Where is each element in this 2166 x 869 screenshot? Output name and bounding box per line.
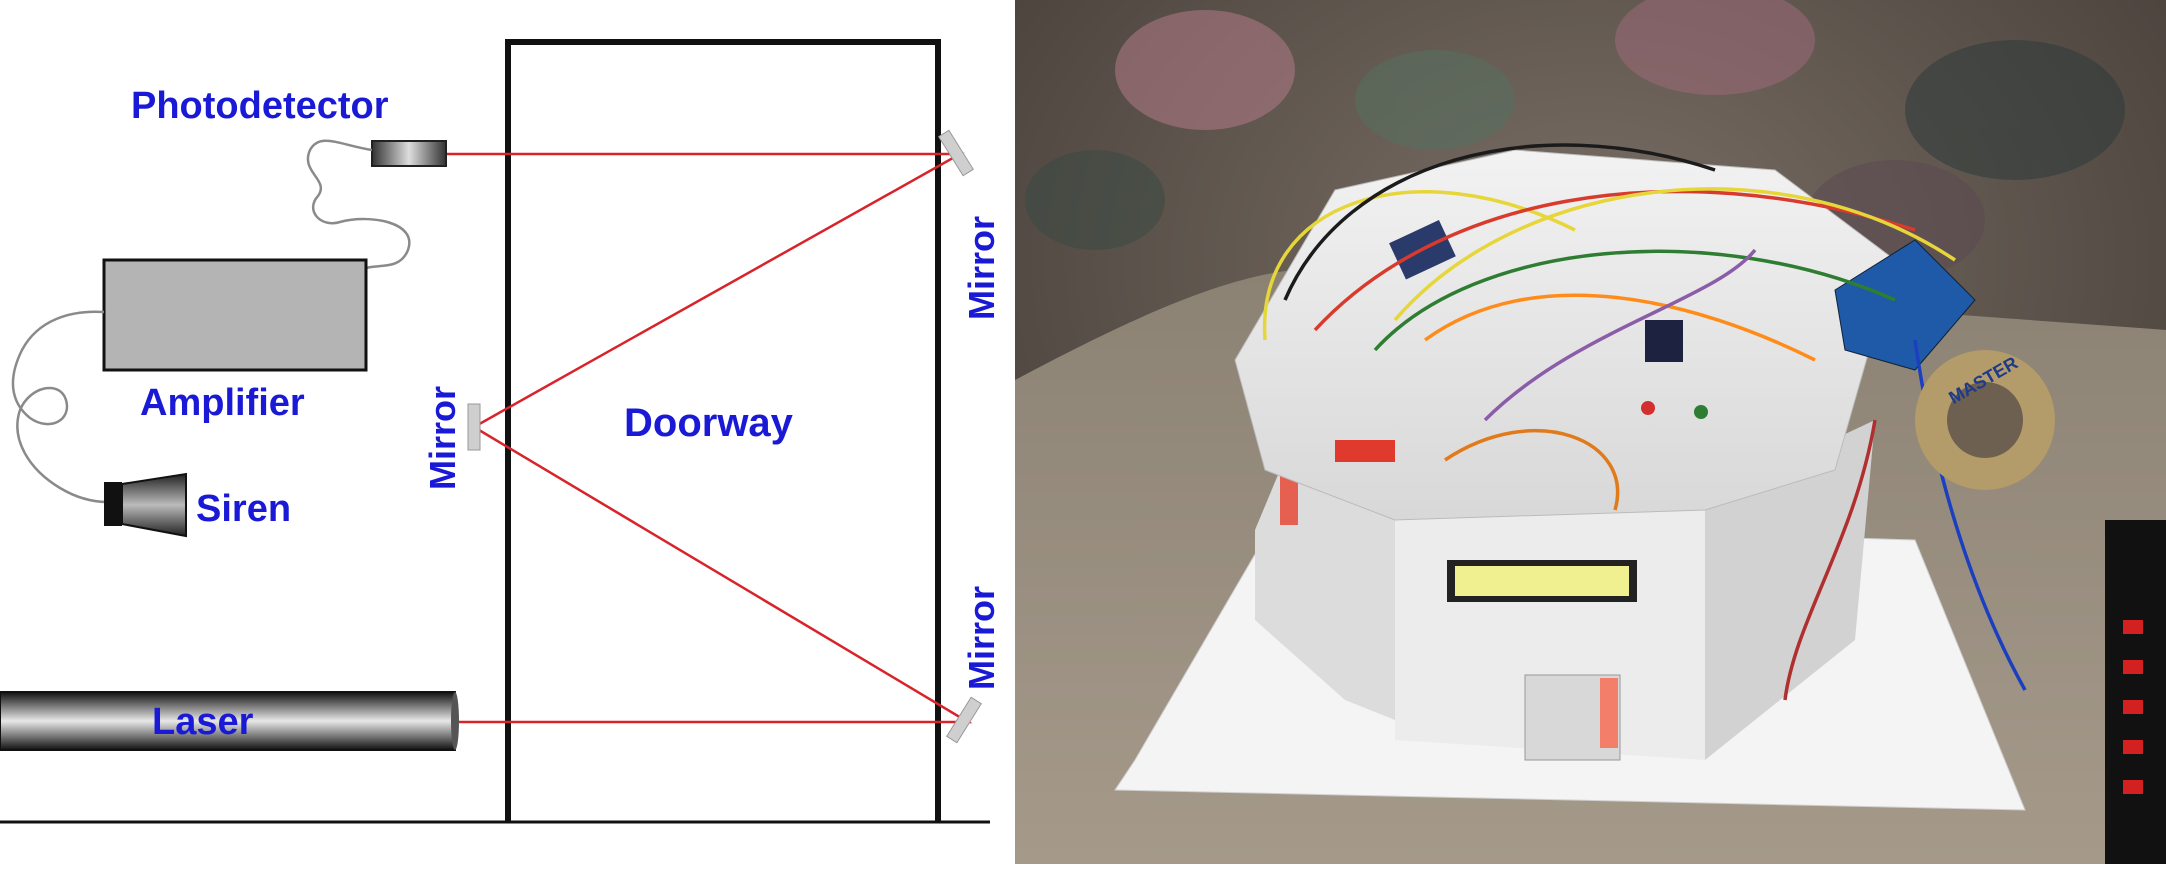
laptop-edge bbox=[2105, 520, 2166, 864]
laser-label: Laser bbox=[152, 701, 254, 743]
red-light-door bbox=[1600, 678, 1618, 748]
mirror-left-label: Mirror bbox=[422, 386, 463, 490]
detector-cable bbox=[306, 139, 411, 270]
door-frame bbox=[505, 39, 941, 822]
siren-base bbox=[104, 482, 122, 526]
siren bbox=[121, 472, 187, 538]
amplifier bbox=[102, 258, 368, 372]
laser-aperture bbox=[451, 692, 459, 750]
laser-alarm-diagram: Photodetector Amplifier Siren Laser Door… bbox=[0, 0, 1015, 864]
photodetector bbox=[371, 140, 447, 167]
mirror-top-right bbox=[938, 129, 974, 177]
sound-module bbox=[1645, 320, 1683, 362]
laser bbox=[0, 691, 456, 751]
mirror-bottom-right bbox=[946, 696, 982, 744]
diagram-canvas: Photodetector Amplifier Siren Laser Door… bbox=[0, 39, 1002, 824]
laptop-keys bbox=[2123, 620, 2143, 794]
arduino-board bbox=[1834, 239, 1976, 371]
mirror-left bbox=[467, 403, 481, 451]
siren-cable bbox=[11, 310, 109, 504]
wall-right bbox=[1705, 420, 1875, 760]
amplifier-label: Amplifier bbox=[140, 382, 305, 424]
siren-label: Siren bbox=[196, 488, 291, 530]
model-photo: MASTER bbox=[1015, 0, 2166, 864]
roof-top bbox=[1234, 149, 1896, 521]
jumper-wires bbox=[1262, 143, 2027, 701]
photodetector-label: Photodetector bbox=[131, 85, 389, 127]
photo-canvas: MASTER bbox=[1015, 0, 2166, 864]
tape-core bbox=[1947, 382, 2023, 458]
green-led bbox=[1694, 405, 1708, 419]
red-led bbox=[1641, 401, 1655, 415]
roof-red-tab bbox=[1335, 440, 1395, 462]
lcd-screen bbox=[1455, 566, 1629, 596]
mirror-bottom-right-label: Mirror bbox=[961, 586, 1002, 690]
doorway-label: Doorway bbox=[624, 401, 794, 445]
mirror-top-right-label: Mirror bbox=[961, 216, 1002, 320]
